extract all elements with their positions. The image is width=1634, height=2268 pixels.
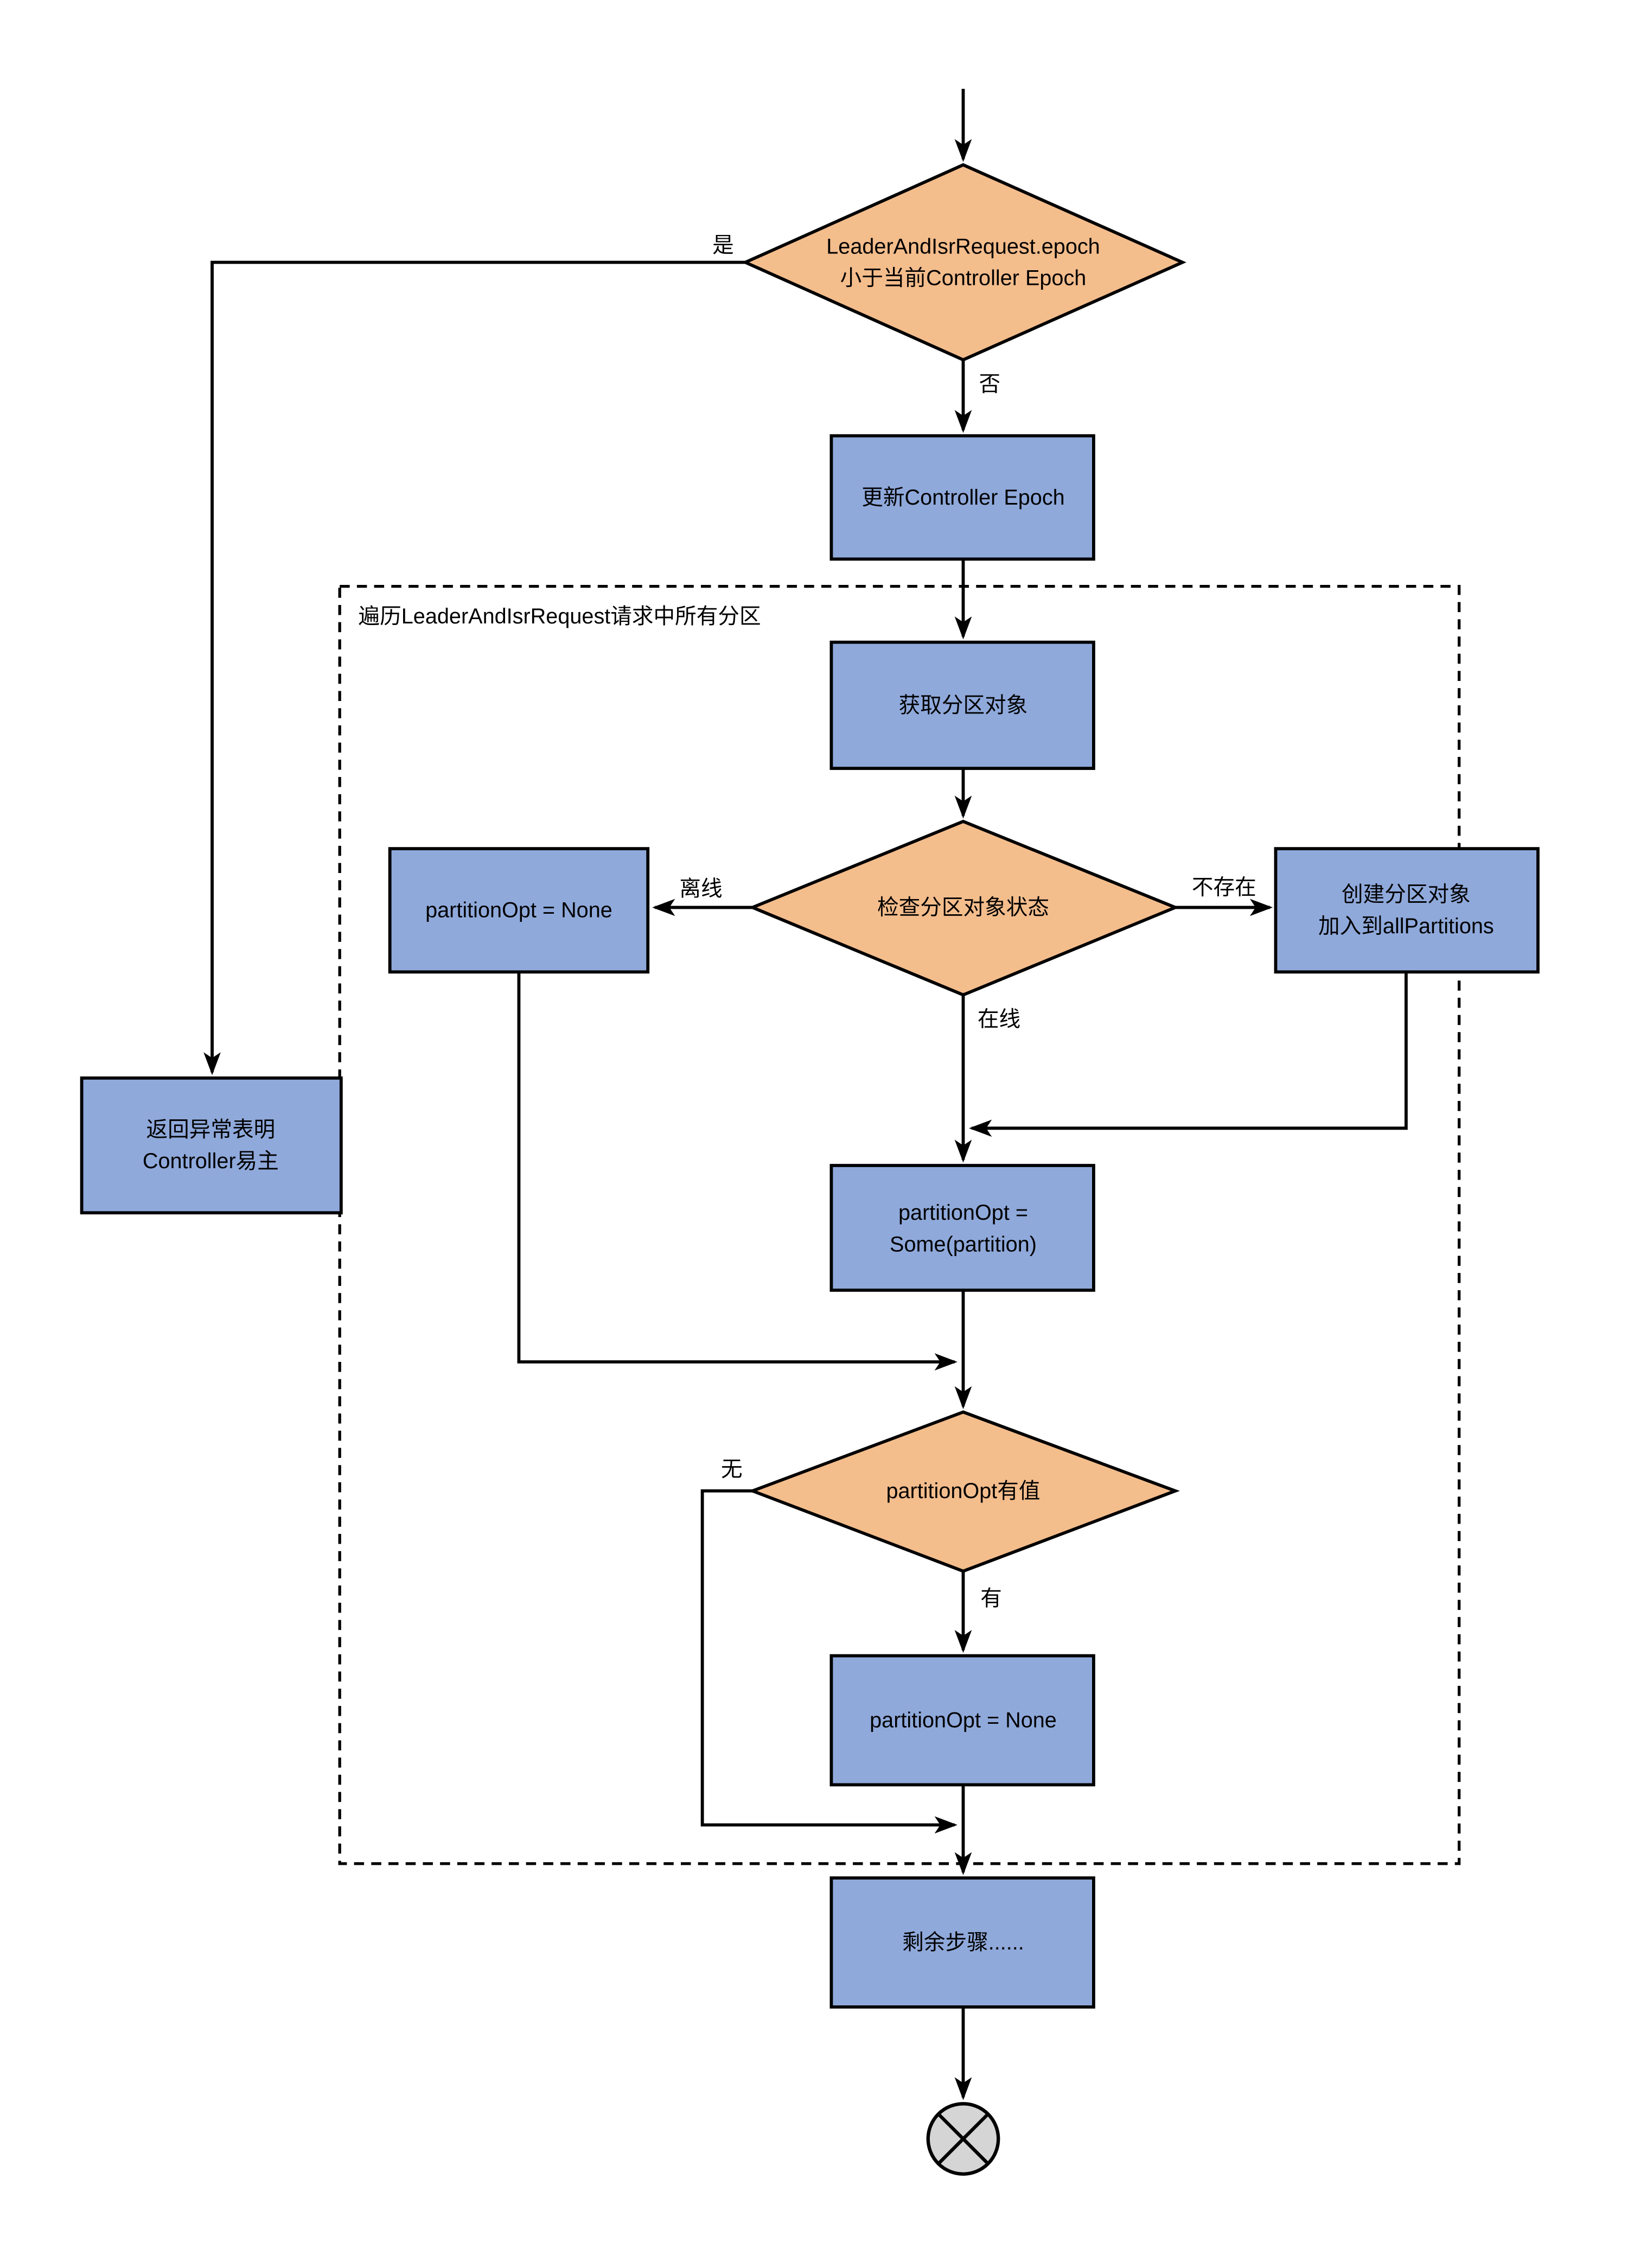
process-partition-none-left-label: partitionOpt = None — [425, 899, 612, 922]
decision-epoch-label-line1: LeaderAndIsrRequest.epoch — [826, 234, 1100, 258]
edge-label-offline: 离线 — [679, 877, 722, 901]
process-update-epoch: 更新Controller Epoch — [829, 434, 1095, 561]
process-partition-none-bottom: partitionOpt = None — [829, 1654, 1095, 1787]
edge-label-not-exist: 不存在 — [1192, 875, 1256, 899]
process-create-partition: 创建分区对象 加入到allPartitions — [1274, 847, 1540, 974]
process-get-partition-label: 获取分区对象 — [899, 693, 1028, 717]
process-remaining-steps-label: 剩余步骤...... — [902, 1931, 1024, 1954]
process-create-partition-label-line1: 创建分区对象 — [1342, 883, 1471, 907]
process-partition-some-label-line1: partitionOpt = — [898, 1201, 1028, 1225]
decision-partition-state-label: 检查分区对象状态 — [877, 895, 1049, 919]
decision-epoch-label-line2: 小于当前Controller Epoch — [840, 266, 1087, 290]
process-remaining-steps: 剩余步骤...... — [829, 1876, 1095, 2009]
edge-label-has: 有 — [980, 1587, 1002, 1610]
edge-label-none: 无 — [721, 1457, 743, 1481]
decision-partition-state: 检查分区对象状态 — [748, 819, 1180, 997]
process-partition-some: partitionOpt = Some(partition) — [829, 1164, 1095, 1292]
end-terminator-icon — [926, 2102, 1000, 2176]
decision-has-value: partitionOpt有值 — [748, 1410, 1180, 1573]
process-return-exception-label-line2: Controller易主 — [143, 1149, 279, 1173]
process-return-exception: 返回异常表明 Controller易主 — [80, 1076, 343, 1215]
process-get-partition: 获取分区对象 — [829, 640, 1095, 770]
process-partition-some-label-line2: Some(partition) — [890, 1232, 1037, 1256]
edge-yes-branch — [203, 260, 745, 1075]
loop-container-label: 遍历LeaderAndIsrRequest请求中所有分区 — [359, 604, 761, 628]
decision-has-value-label: partitionOpt有值 — [886, 1479, 1040, 1503]
edge-label-no: 否 — [979, 372, 1001, 396]
process-partition-none-bottom-label: partitionOpt = None — [870, 1709, 1057, 1732]
edge-none-left-merge — [517, 972, 958, 1371]
process-partition-none-left: partitionOpt = None — [388, 847, 650, 974]
edge-no-value-branch — [700, 1489, 958, 1834]
edge-label-online: 在线 — [978, 1008, 1020, 1031]
process-update-epoch-label: 更新Controller Epoch — [861, 486, 1064, 509]
decision-epoch: LeaderAndIsrRequest.epoch 小于当前Controller… — [741, 163, 1186, 362]
loop-container — [338, 584, 1461, 1865]
edge-create-merge — [969, 972, 1408, 1137]
edge-label-yes: 是 — [712, 233, 734, 257]
process-return-exception-label-line1: 返回异常表明 — [146, 1118, 276, 1142]
process-create-partition-label-line2: 加入到allPartitions — [1318, 914, 1494, 938]
